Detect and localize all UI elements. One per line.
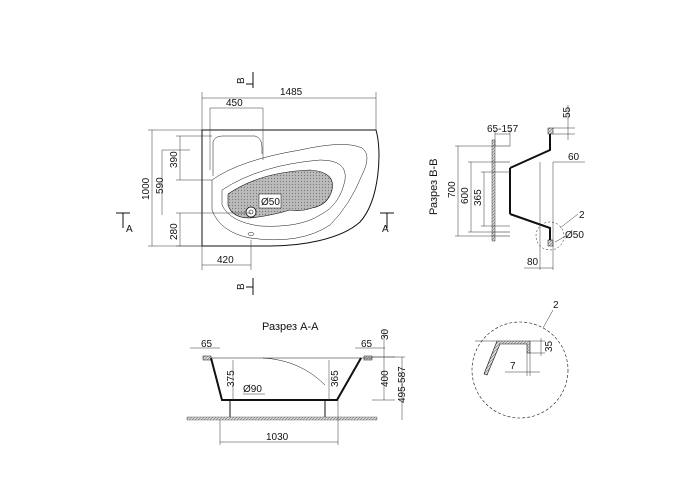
- leader-lines: [554, 213, 579, 243]
- dim-1030: 1030: [266, 432, 289, 443]
- section-bb: Разрез В-В 700 600 365 65-157 55 60 80 2…: [428, 105, 585, 270]
- legs: [229, 401, 326, 417]
- dim-375: 375: [226, 370, 237, 387]
- inner-rim-2: [221, 159, 346, 227]
- dim-55: 55: [562, 106, 573, 118]
- wall: [491, 139, 496, 242]
- inner-rim: [211, 144, 368, 241]
- dim-lines-left: [148, 129, 252, 270]
- detail-dim-lines: [475, 338, 545, 376]
- aa-dim-lines: [190, 330, 405, 445]
- dim-450: 450: [226, 98, 243, 109]
- floor: [186, 416, 378, 421]
- dim-400: 400: [380, 370, 391, 387]
- dim-1485: 1485: [280, 87, 303, 98]
- detail-circle: [471, 321, 569, 419]
- drain-label-box: [258, 193, 282, 209]
- dim-1000: 1000: [141, 177, 152, 200]
- dim-drain-90: Ø90: [243, 384, 262, 395]
- section-markers: [116, 72, 394, 295]
- tub-profile: [509, 130, 551, 245]
- detail-circle-marker: [535, 221, 565, 251]
- dim-60: 60: [568, 152, 580, 163]
- plan-drain-diameter: Ø50: [261, 197, 280, 208]
- section-mark-a-left: A: [126, 224, 133, 235]
- rim-bottom: [547, 239, 554, 247]
- section-aa: Разрез A-A 65 65 30 375 365 400 495-587 …: [186, 321, 408, 445]
- detail-leader: [542, 309, 554, 329]
- dim-65-157: 65-157: [487, 124, 519, 135]
- dim-drain-50: Ø50: [565, 230, 584, 241]
- rim-left: [202, 355, 212, 361]
- dim-700: 700: [447, 181, 458, 198]
- dim-590: 590: [155, 177, 166, 194]
- detail-ref: 2: [553, 300, 559, 311]
- section-aa-title: Разрез A-A: [262, 321, 319, 333]
- dim-495-587: 495-587: [397, 366, 408, 403]
- dim-30: 30: [380, 328, 391, 340]
- dim-420: 420: [217, 255, 234, 266]
- dim-390: 390: [169, 151, 180, 168]
- seat-contour: [212, 135, 263, 176]
- dim-rim-right-65: 65: [361, 339, 373, 350]
- rim-line: [211, 357, 372, 386]
- bb-dim-lines: [455, 105, 585, 270]
- dim-80: 80: [527, 257, 539, 268]
- detail-2: 2 35 7: [471, 300, 569, 419]
- section-bb-title: Разрез В-В: [428, 159, 440, 215]
- plan-view: Ø50 1485 450 1000 390 590 280 420 A A B …: [116, 72, 394, 295]
- dim-rim-left-65: 65: [201, 339, 213, 350]
- section-mark-a-right: A: [382, 224, 389, 235]
- dim-365-bb: 365: [473, 189, 484, 206]
- overflow-icon: [247, 232, 255, 236]
- tub-outline: [201, 129, 380, 247]
- tub-section-profile: [210, 357, 362, 401]
- dim-280: 280: [169, 223, 180, 240]
- rim-top: [547, 127, 554, 135]
- section-mark-b-top: B: [236, 77, 247, 84]
- dim-lines-top: [201, 92, 377, 170]
- drain-icon: [245, 206, 257, 218]
- rim-profile: [483, 340, 531, 376]
- drain-inner-icon: [248, 209, 254, 215]
- dim-365-aa: 365: [330, 370, 341, 387]
- dim-600: 600: [460, 187, 471, 204]
- section-mark-b-bottom: B: [236, 283, 247, 290]
- mount-brackets: [495, 145, 510, 237]
- dim-7: 7: [510, 361, 516, 372]
- detail-ref-bb: 2: [579, 210, 585, 221]
- dim-35: 35: [544, 340, 555, 352]
